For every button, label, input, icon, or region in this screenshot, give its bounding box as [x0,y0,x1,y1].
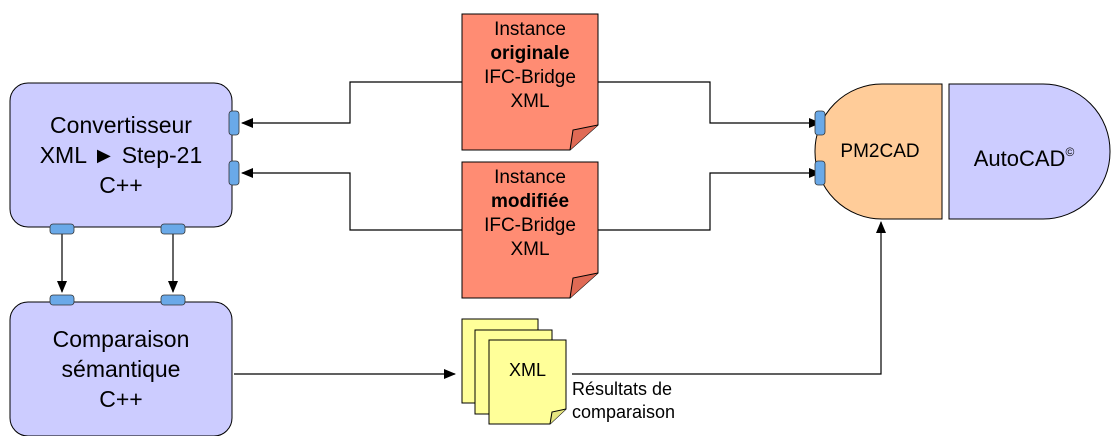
converter-port-bottom-right [228,160,240,186]
comparison-port-top-left [49,294,75,306]
converter-label-line2: XML ► Step-21 [39,142,203,168]
modified-doc-line2: modifiée [490,191,570,212]
edge-modified-to-converter [241,168,462,231]
converter-box[interactable] [9,82,233,228]
autocad-copyright-mark: © [1065,145,1075,159]
original-doc-line3: IFC-Bridge [484,67,576,88]
comparison-port-top-right [160,294,186,306]
original-doc-line4: XML [510,91,550,112]
original-doc-line2: originale [490,43,570,64]
results-caption-line2: comparaison [572,402,676,422]
modified-doc-line4: XML [510,239,550,260]
converter-port-bottom-left [49,223,75,235]
pm2cad-box[interactable] [814,83,943,220]
converter-port-top-right [228,110,240,136]
converter-label-line1: Convertisseur [50,112,192,138]
comparison-label: Comparaison sémantique C++ [10,324,232,414]
results-caption: Résultats de comparaison [572,378,675,424]
edge-original-to-pm2cad [598,81,821,128]
original-doc-label: Instance originale IFC-Bridge XML [462,18,598,114]
pm2cad-port-top [814,110,826,136]
comparison-label-line3: C++ [99,386,143,412]
pm2cad-port-bottom [814,160,826,186]
comparison-label-line2: sémantique [61,356,181,382]
document-original-fold [569,124,599,151]
autocad-label-text: AutoCAD [973,146,1066,171]
edge-results-to-pm2cad [572,221,886,375]
results-doc-front-fold [549,408,567,425]
pm2cad-label: PM2CAD [840,141,920,162]
modified-doc-label: Instance modifiée IFC-Bridge XML [462,166,598,262]
modified-doc-line3: IFC-Bridge [484,215,576,236]
original-doc-line1: Instance [494,19,566,40]
converter-label-line3: C++ [99,172,143,198]
edge-modified-to-pm2cad [598,168,821,231]
comparison-box[interactable] [9,301,233,436]
results-stack-label: XML [508,360,546,380]
document-modified-fold [569,272,599,299]
autocad-box[interactable] [948,83,1111,220]
autocad-label: AutoCAD© [949,137,1099,174]
results-caption-line1: Résultats de [572,379,673,399]
connectors [57,81,886,379]
edge-original-to-converter [241,81,462,128]
comparison-label-line1: Comparaison [52,326,190,352]
converter-label: Convertisseur XML ► Step-21 C++ [10,110,232,200]
results-documents[interactable] [461,318,567,425]
modified-doc-line1: Instance [494,167,566,188]
converter-port-bottom-right-2 [160,223,186,235]
